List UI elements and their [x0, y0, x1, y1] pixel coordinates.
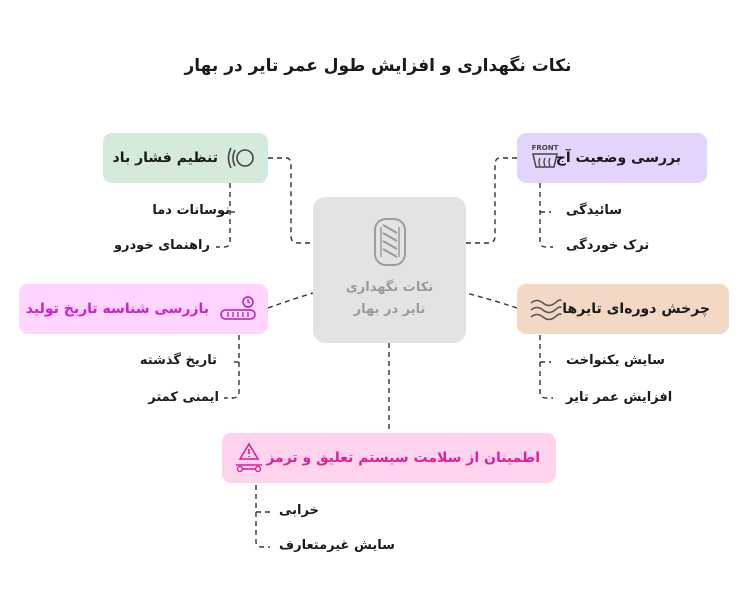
tire-timer-icon	[220, 296, 256, 320]
node-suspension-label: اطمینان از سلامت سیستم تعلیق و ترمز	[266, 450, 540, 466]
pressure-item-1: نوسانات دما	[152, 203, 230, 218]
node-tread-label: بررسی وضعیت آج	[555, 150, 681, 166]
node-dot: بازرسی شناسه تاریخ تولید	[19, 284, 268, 334]
node-rotation: چرخش دوره‌ای تایرها	[517, 284, 729, 334]
node-rotation-label: چرخش دوره‌ای تایرها	[562, 301, 710, 317]
central-title-line1: نکات نگهداری	[345, 280, 434, 295]
tire-icon	[374, 218, 406, 266]
diagram-title: نکات نگهداری و افزایش طول عمر تایر در به…	[184, 56, 572, 76]
dot-item-2: ایمنی کمتر	[148, 390, 219, 405]
node-pressure: تنظیم فشار باد	[103, 133, 268, 183]
node-dot-label: بازرسی شناسه تاریخ تولید	[25, 301, 209, 317]
suspension-item-1: خرابی	[279, 503, 319, 518]
node-suspension: اطمینان از سلامت سیستم تعلیق و ترمز	[222, 433, 556, 483]
central-topic: نکات نگهداری تایر در بهار	[313, 197, 466, 343]
dot-item-1: تاریخ گذشته	[139, 353, 217, 368]
pressure-item-2: راهنمای خودرو	[113, 238, 210, 253]
central-title-line2: تایر در بهار	[353, 302, 426, 317]
front-icon-text: FRONT	[532, 144, 559, 152]
node-pressure-label: تنظیم فشار باد	[112, 150, 218, 166]
rotation-item-1: سایش یکنواخت	[566, 353, 665, 368]
node-tread: بررسی وضعیت آج FRONT	[517, 133, 707, 183]
suspension-warning-icon	[236, 442, 262, 473]
tire-pressure-icon	[227, 147, 254, 169]
tread-item-1: سائیدگی	[566, 203, 623, 218]
front-defrost-icon: FRONT	[532, 144, 559, 168]
rotation-item-2: افزایش عمر تایر	[566, 390, 673, 405]
suspension-item-2: سایش غیرمتعارف	[279, 538, 395, 553]
waves-icon	[530, 299, 562, 321]
tread-item-2: ترک خوردگی	[566, 238, 650, 253]
